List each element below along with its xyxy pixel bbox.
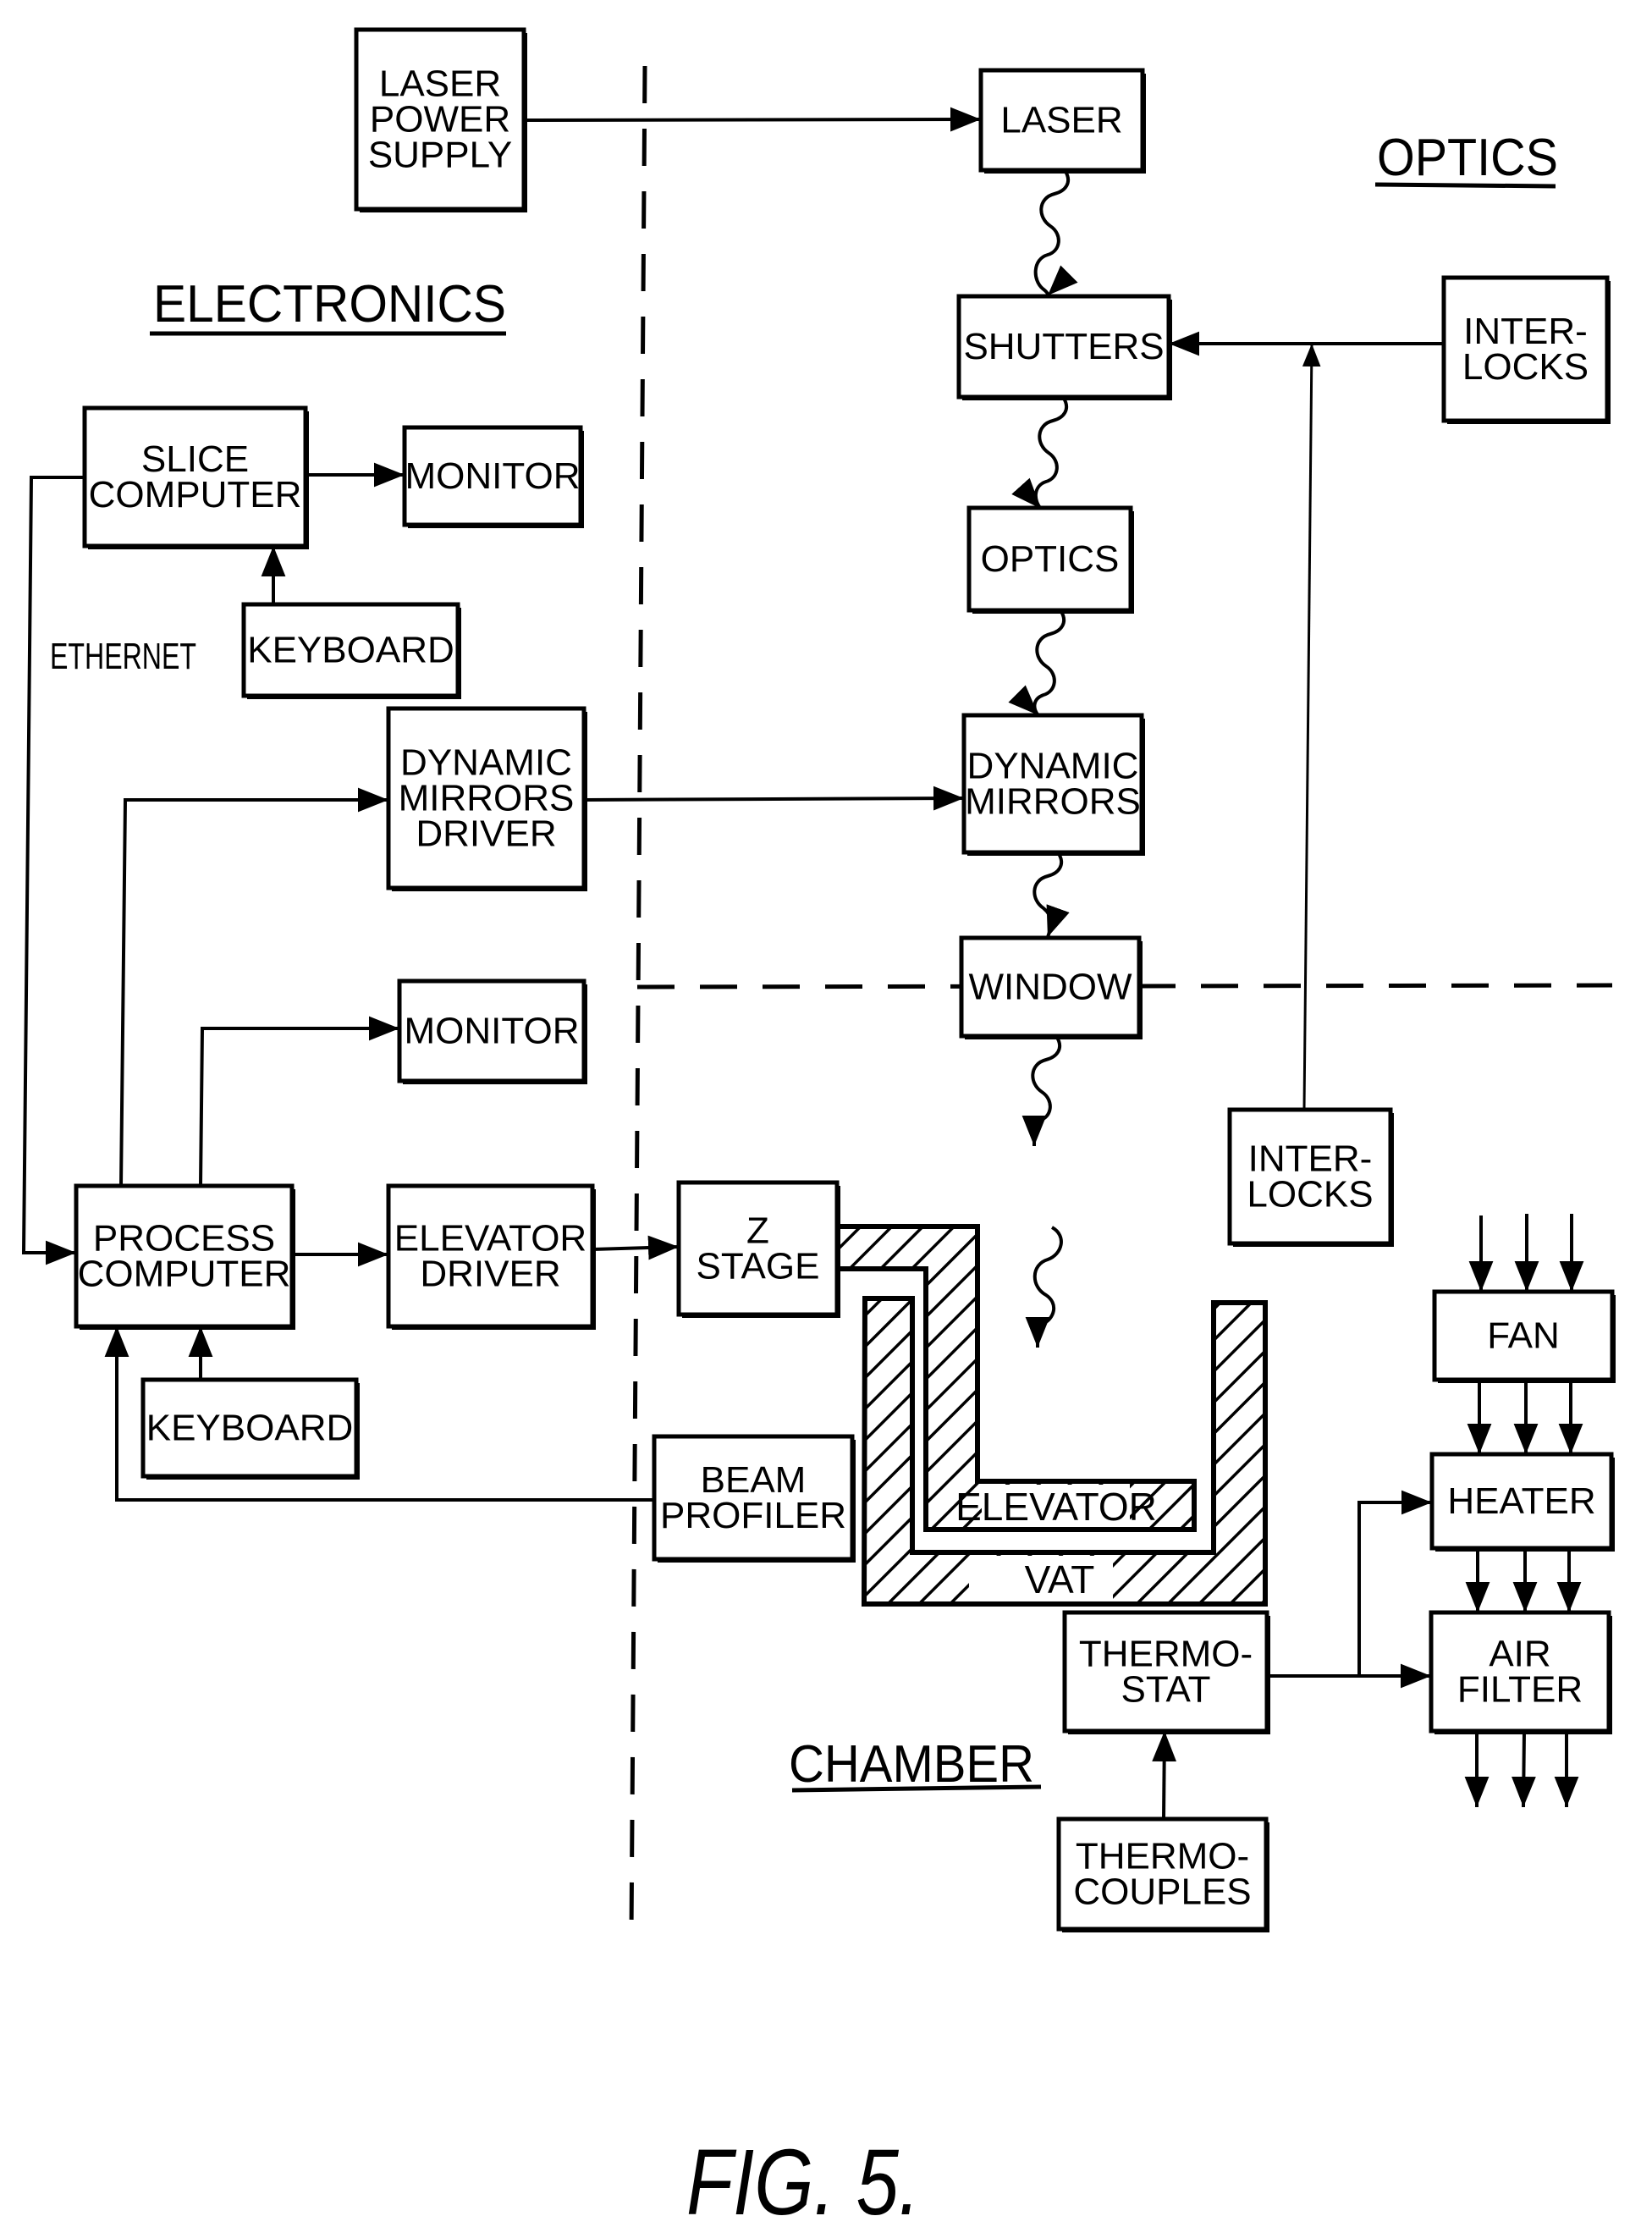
block-thermocouples: THERMO-COUPLES [1059,1819,1269,1932]
section-label-electronics: ELECTRONICS [153,275,506,333]
wire-laser-power-to-laser [524,119,981,120]
wire-thermocouples-to-thermostat [1164,1731,1165,1819]
block-dynamic-mirrors: DYNAMICMIRRORS [964,715,1145,856]
wire-process-to-monitor [201,1028,399,1186]
block-label-line: STAT [1121,1669,1211,1711]
block-label-line: COUPLES [1073,1871,1251,1913]
block-laser: LASER [981,70,1146,174]
block-label-line: COMPUTER [89,474,302,515]
ethernet-label: ETHERNET [50,636,196,677]
block-label-line: LOCKS [1247,1174,1373,1215]
block-label-line: PROFILER [660,1495,846,1536]
block-fan: FAN [1434,1292,1616,1383]
airflow-out-filter-2 [1523,1731,1524,1807]
block-process-computer: PROCESSCOMPUTER [76,1186,295,1330]
beam-dynamic-mirrors-to-window [1034,852,1061,937]
block-optics: OPTICS [969,508,1134,614]
block-label-line: MONITOR [405,1011,580,1052]
block-label-line: WINDOW [968,967,1132,1008]
block-label-line: DRIVER [416,813,556,855]
block-monitor-slice: MONITOR [405,427,584,528]
section-label-optics: OPTICS [1377,129,1558,187]
block-label-line: LASER [1000,100,1122,141]
block-monitor-process: MONITOR [399,981,587,1084]
vertical-divider-electronics [631,66,645,1934]
wire-dmd-to-dynamic-mirrors [584,798,964,800]
vat-assembly: VAT ELEVATOR [836,1226,1265,1604]
block-keyboard-slice: KEYBOARD [244,604,461,699]
wire-elevator-driver-to-zstage [592,1247,679,1249]
block-label-line: OPTICS [981,538,1120,580]
block-keyboard-process: KEYBOARD [143,1380,360,1480]
vat-label: VAT [1025,1557,1095,1601]
block-slice-computer: SLICECOMPUTER [85,408,309,549]
block-label-line: SUPPLY [368,135,512,176]
section-label-chamber: CHAMBER [789,1735,1034,1794]
block-label-line: MONITOR [405,455,581,497]
beam-window-out [1032,1036,1060,1146]
block-shutters: SHUTTERS [959,296,1172,400]
wire-ethernet [24,477,85,1253]
block-label-line: KEYBOARD [146,1408,354,1449]
block-label-line: STAGE [697,1246,820,1287]
block-label-line: HEATER [1447,1480,1595,1522]
block-z-stage: ZSTAGE [679,1182,840,1318]
elevator-label: ELEVATOR [955,1485,1157,1529]
optics-underline [1375,185,1556,186]
block-label-line: FAN [1487,1315,1560,1357]
block-label-line: FILTER [1457,1669,1583,1711]
wire-process-to-dmd [121,800,388,1186]
block-dynamic-mirrors-driver: DYNAMICMIRRORSDRIVER [388,708,587,891]
beam-optics-to-dynamic-mirrors [1034,610,1064,715]
figure-caption: FIG. 5. [686,2131,920,2235]
block-heater: HEATER [1432,1454,1615,1552]
block-interlocks-chamber: INTER-LOCKS [1230,1110,1394,1247]
block-label-line: LOCKS [1462,346,1589,388]
block-label-line: MIRRORS [965,781,1141,823]
block-interlocks-optics: INTER-LOCKS [1444,278,1611,424]
block-label-line: SHUTTERS [963,326,1164,367]
block-thermostat: THERMO-STAT [1065,1612,1270,1734]
block-laser-power-supply: LASERPOWERSUPPLY [356,30,527,212]
wire-thermostat-to-heater [1267,1502,1432,1676]
beam-into-vat [1035,1227,1061,1348]
block-label-line: KEYBOARD [247,630,454,671]
block-beam-profiler: BEAMPROFILER [654,1436,856,1563]
block-air-filter: AIRFILTER [1431,1612,1612,1734]
block-label-line: DRIVER [420,1254,560,1295]
beam-shutters-to-optics [1036,397,1066,509]
wire-chamber-interlocks-up [1304,344,1312,1110]
block-label-line: COMPUTER [78,1254,291,1295]
beam-laser-to-shutters [1036,170,1068,295]
block-elevator-driver: ELEVATORDRIVER [388,1186,596,1330]
block-window: WINDOW [961,938,1143,1039]
